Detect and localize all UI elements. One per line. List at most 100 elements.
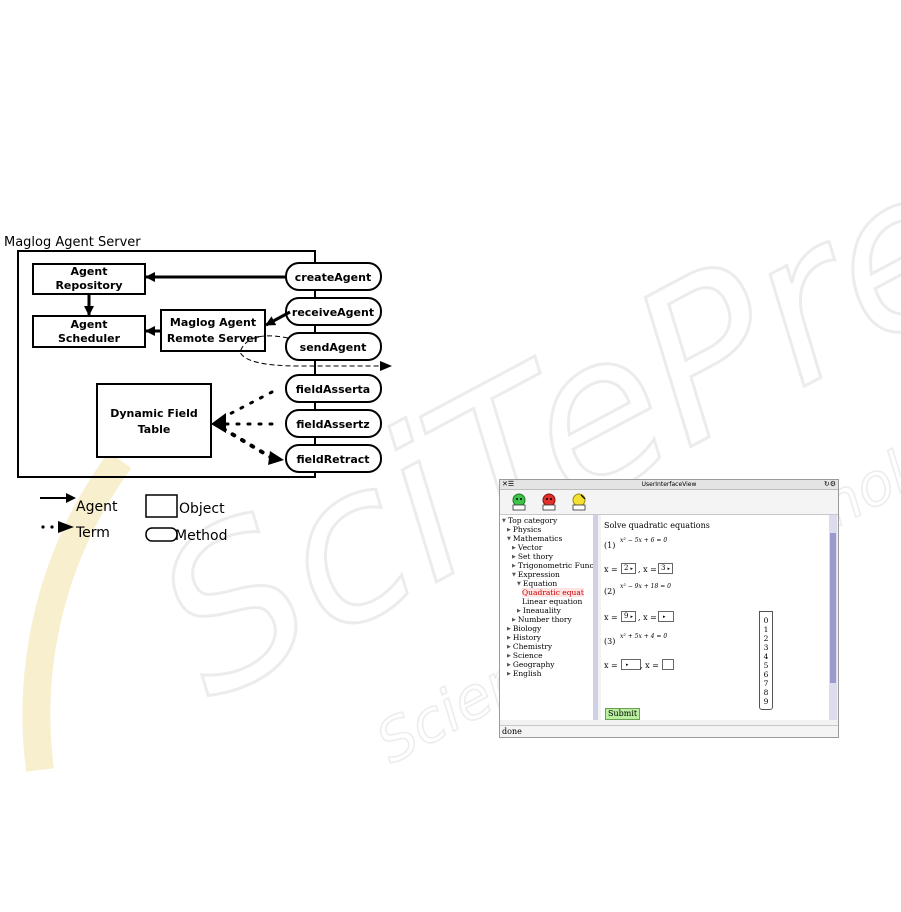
tree-item[interactable]: ▼Equation [517, 579, 557, 589]
expand-right-icon[interactable]: ▶ [512, 554, 516, 560]
tree-scrollbar[interactable] [593, 515, 598, 720]
agent-repository-box: Agent Repository [32, 263, 146, 295]
expand-right-icon[interactable]: ▶ [517, 608, 521, 614]
student-icon[interactable] [510, 493, 528, 511]
expand-right-icon[interactable]: ▶ [512, 617, 516, 623]
tree-item-label: Chemistry [512, 642, 553, 651]
tree-item-label: Biology [512, 624, 542, 633]
arrow-send-out [239, 335, 388, 367]
tree-item[interactable]: ▼Expression [512, 570, 560, 580]
expand-right-icon[interactable]: ▶ [507, 635, 511, 641]
problem-equation: x² + 5x + 4 = 0 [620, 633, 668, 640]
tree-item[interactable]: Quadratic equat [522, 588, 584, 597]
expand-down-icon[interactable]: ▼ [512, 572, 516, 578]
dropdown-option[interactable]: 9 [763, 697, 769, 706]
legend-object: Object [179, 501, 225, 517]
expand-right-icon[interactable]: ▶ [507, 671, 511, 677]
tree-item[interactable]: ▶Chemistry [507, 642, 552, 652]
expand-right-icon[interactable]: ▶ [507, 626, 511, 632]
expand-right-icon[interactable]: ▶ [507, 527, 511, 533]
tree-item[interactable]: ▶English [507, 669, 541, 679]
method-create-agent: createAgent [285, 262, 382, 291]
tree-item[interactable]: ▶Vector [512, 543, 542, 553]
answer-separator: , x = [640, 661, 659, 670]
tree-item[interactable]: ▶Science [507, 651, 543, 661]
answer-select[interactable]: 2▸ [621, 563, 636, 574]
tree-item[interactable]: ▶Trigonometric Func [512, 561, 594, 571]
tree-item-label: Quadratic equat [522, 588, 584, 597]
answer-label: x = [604, 661, 618, 670]
window-controls-icon[interactable]: ↻⚙ [823, 480, 836, 488]
svg-text:Repository: Repository [55, 279, 122, 292]
svg-text:Agent: Agent [71, 265, 108, 278]
problem-equation: x² − 5x + 6 = 0 [620, 537, 668, 544]
svg-text:receiveAgent: receiveAgent [292, 306, 374, 319]
svg-text:fieldRetract: fieldRetract [296, 453, 369, 466]
tree-item[interactable]: Linear equation [522, 597, 582, 606]
dynamic-field-table-box: Dynamic Field Table [96, 383, 212, 458]
tree-item[interactable]: ▶Biology [507, 624, 541, 634]
exercise-heading: Solve quadratic equations [604, 521, 710, 530]
svg-text:Table: Table [138, 423, 171, 436]
answer-select[interactable]: 3▸ [658, 563, 673, 574]
expand-right-icon[interactable]: ▶ [507, 653, 511, 659]
tree-item-label: Trigonometric Func [517, 561, 594, 570]
dropdown-option[interactable]: 1 [763, 625, 769, 634]
answer-select[interactable]: ▸ [621, 659, 641, 670]
window-close-icon[interactable]: ✕☰ [502, 480, 515, 488]
answer-select[interactable]: ▸ [658, 611, 674, 622]
dropdown-option[interactable]: 8 [763, 688, 769, 697]
tree-item[interactable]: ▶Set thory [512, 552, 553, 562]
expand-right-icon[interactable]: ▶ [512, 563, 516, 569]
tree-item-label: Number thory [517, 615, 572, 624]
svg-text:Dynamic Field: Dynamic Field [110, 407, 198, 420]
dropdown-option[interactable]: 0 [763, 616, 769, 625]
tree-item[interactable]: ▶History [507, 633, 541, 643]
submit-button[interactable]: Submit [605, 708, 641, 720]
tree-item-label: Vector [517, 543, 543, 552]
arrow-send-out-head [380, 361, 392, 371]
tree-item[interactable]: ▶Number thory [512, 615, 572, 625]
term-asserta [220, 390, 274, 420]
method-field-asserta: fieldAsserta [285, 374, 382, 403]
dropdown-option[interactable]: 6 [763, 670, 769, 679]
dropdown-option[interactable]: 7 [763, 679, 769, 688]
tree-item[interactable]: ▼Mathematics [507, 534, 562, 544]
diagram-title: Maglog Agent Server [4, 235, 141, 250]
content-scrollbar[interactable] [829, 515, 837, 720]
architecture-diagram: Maglog Agent Server Agent Repository Age… [4, 235, 392, 544]
term-arrowhead-table [211, 413, 226, 433]
tree-item[interactable]: ▶Ineauality [517, 606, 561, 616]
dropdown-option[interactable]: 3 [763, 643, 769, 652]
expand-right-icon[interactable]: ▶ [507, 662, 511, 668]
dropdown-option[interactable]: 4 [763, 652, 769, 661]
tree-item-label: Equation [522, 579, 558, 588]
answer-select[interactable] [662, 659, 674, 670]
expand-down-icon[interactable]: ▼ [502, 518, 506, 524]
legend-method: Method [175, 528, 228, 544]
answer-select[interactable]: 9▸ [621, 611, 636, 622]
tree-item[interactable]: ▶Physics [507, 525, 541, 535]
tree-item-label: Linear equation [522, 597, 583, 606]
svg-text:Maglog Agent: Maglog Agent [170, 316, 256, 329]
tree-item[interactable]: ▶Geography [507, 660, 555, 670]
tree-item[interactable]: ▼Top category [502, 516, 557, 526]
method-field-assertz: fieldAssertz [285, 409, 382, 438]
window-title: UserInterfaceView [641, 481, 697, 488]
answer-separator: , x = [638, 565, 657, 574]
expand-down-icon[interactable]: ▼ [517, 581, 521, 587]
grader-icon[interactable] [570, 493, 588, 511]
teacher-icon[interactable] [540, 493, 558, 511]
tree-item-label: Set thory [517, 552, 554, 561]
arrow-receive-to-remote [265, 310, 291, 327]
dropdown-option[interactable]: 5 [763, 661, 769, 670]
problem-number: (3) [604, 637, 616, 646]
dropdown-option[interactable]: 2 [763, 634, 769, 643]
expand-right-icon[interactable]: ▶ [507, 644, 511, 650]
problem-number: (2) [604, 587, 616, 596]
legend-agent: Agent [76, 499, 118, 515]
legend: Agent Term Object Method [40, 493, 228, 544]
expand-right-icon[interactable]: ▶ [512, 545, 516, 551]
expand-down-icon[interactable]: ▼ [507, 536, 511, 542]
